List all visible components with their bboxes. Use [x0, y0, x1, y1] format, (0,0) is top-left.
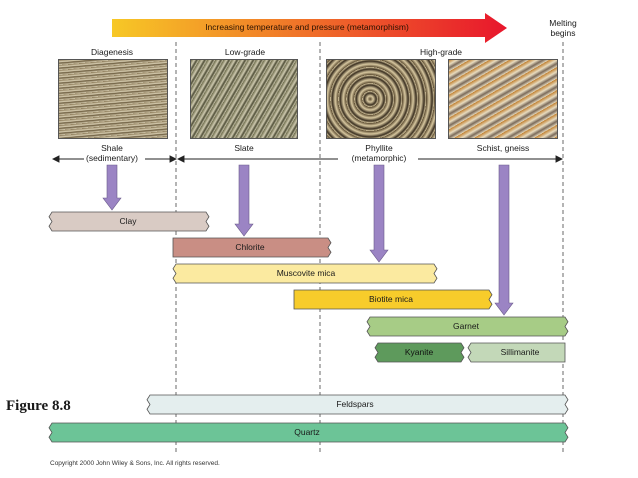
rock-label-shale: Shale (sedimentary)	[86, 143, 138, 163]
melting-begins-label: Melting begins	[549, 18, 577, 38]
feldspars-band	[146, 394, 569, 415]
mineral-label-biotite: Biotite mica	[369, 294, 413, 304]
zone-heading-high-grade: High-grade	[419, 47, 463, 57]
clay-band	[48, 211, 210, 232]
mineral-bands	[48, 211, 569, 443]
mineral-label-feldspars: Feldspars	[336, 399, 374, 409]
mineral-label-clay: Clay	[119, 216, 137, 226]
mineral-label-chlorite: Chlorite	[235, 242, 265, 252]
zone-heading-diagenesis: Diagenesis	[90, 47, 134, 57]
mineral-label-quartz: Quartz	[294, 427, 320, 437]
kyanite-band	[374, 342, 465, 363]
chlorite-band	[172, 237, 332, 258]
mineral-label-kyanite: Kyanite	[404, 347, 434, 357]
rock-label-phyllite: Phyllite (metamorphic)	[351, 143, 407, 163]
garnet-band	[366, 316, 569, 337]
quartz-band	[48, 422, 569, 443]
sillimanite-band	[467, 342, 566, 363]
rock-label-slate: Slate	[234, 143, 254, 153]
slate-to-chlorite-arrow	[234, 164, 254, 237]
rock-label-schist-gneiss: Schist, gneiss	[476, 143, 530, 153]
mineral-label-garnet: Garnet	[453, 321, 479, 331]
biotite-mica-band	[293, 289, 493, 310]
rock-range-arrows	[51, 155, 564, 163]
mineral-label-muscovite: Muscovite mica	[276, 268, 336, 278]
temperature-pressure-arrow	[112, 13, 507, 43]
phyllite-to-muscovite-arrow	[369, 164, 389, 263]
phyllite-photo	[326, 59, 436, 139]
muscovite-mica-band	[172, 263, 438, 284]
figure-label: Figure 8.8	[6, 398, 71, 414]
zone-heading-low-grade: Low-grade	[224, 47, 266, 57]
shale-photo	[58, 59, 168, 139]
pointer-arrows	[102, 164, 514, 316]
mineral-label-sillimanite: Sillimanite	[500, 347, 540, 357]
schist-photo	[448, 59, 558, 139]
arrow-title: Increasing temperature and pressure (met…	[205, 22, 409, 32]
slate-photo	[190, 59, 298, 139]
schist-to-garnet-arrow	[494, 164, 514, 316]
copyright-notice: Copyright 2000 John Wiley & Sons, Inc. A…	[50, 460, 220, 467]
shale-to-clay-arrow	[102, 164, 122, 211]
